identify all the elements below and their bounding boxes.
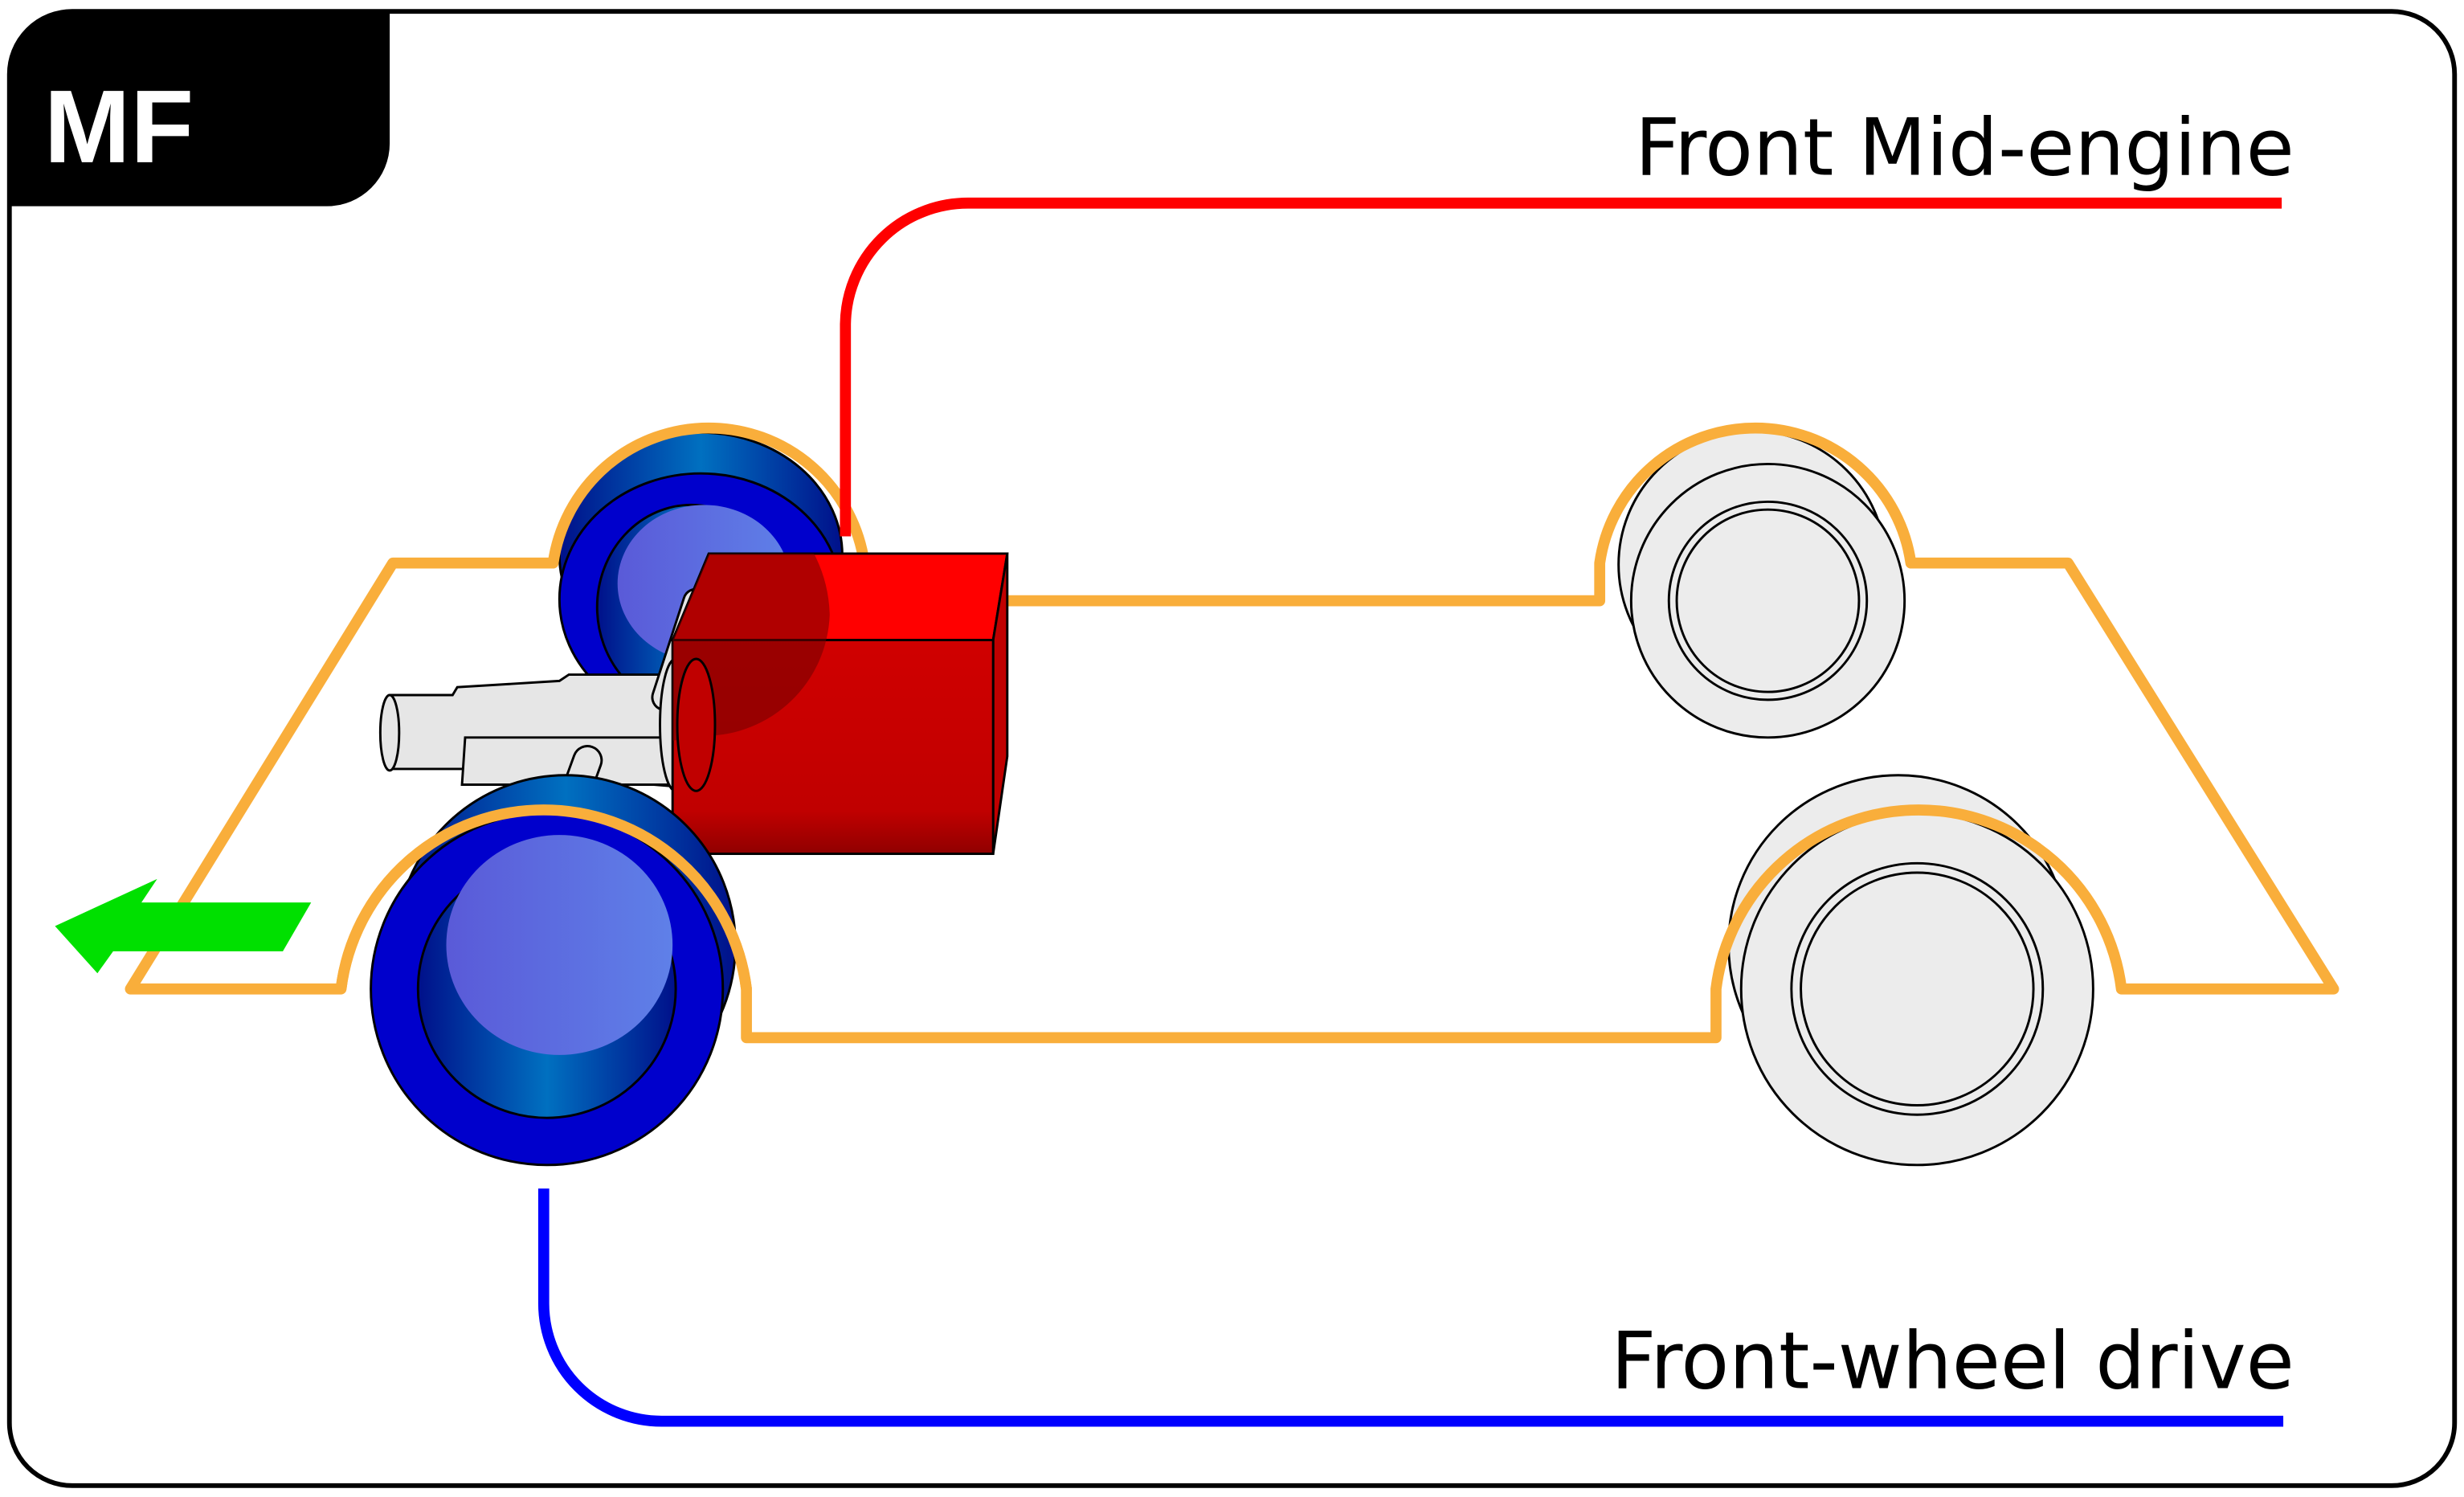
rear-wheel-far — [1617, 429, 1906, 739]
rear-wheel-near — [1727, 774, 2094, 1167]
drive-type-label: Front-wheel drive — [1611, 1316, 2294, 1408]
drive-callout-line — [537, 1188, 2284, 1427]
frame-border — [6, 9, 2458, 1488]
forward-direction-arrow-icon — [55, 878, 312, 974]
engine-callout-line — [840, 197, 2282, 537]
front-wheel-near — [370, 774, 737, 1167]
layout-badge: MF — [44, 69, 194, 185]
engine-position-label: Front Mid-engine — [1635, 103, 2294, 194]
wheel-arch-front — [335, 804, 752, 990]
badge-background — [9, 11, 390, 207]
engine-block — [670, 552, 1009, 856]
